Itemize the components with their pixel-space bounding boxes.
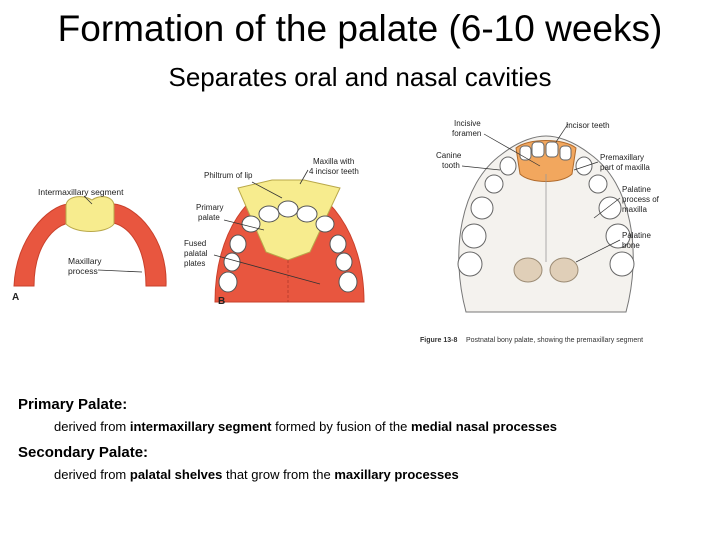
slide-title: Formation of the palate (6-10 weeks) <box>0 8 720 50</box>
maxilla-label-1: Maxilla with <box>313 157 354 166</box>
primary-desc-term-intermaxillary: intermaxillary segment <box>130 419 272 434</box>
philtrum-label: Philtrum of lip <box>204 171 253 180</box>
maxilla-label-2: 4 incisor teeth <box>309 167 359 176</box>
figure-a-drawing: Intermaxillary segment Maxillary process… <box>8 178 204 314</box>
slide-subtitle: Separates oral and nasal cavities <box>0 62 720 93</box>
figure-c: Incisive foramen Incisor teeth Canine to… <box>416 112 712 348</box>
maxillary-process-label-1: Maxillary <box>68 256 102 266</box>
figure-c-drawing: Incisive foramen Incisor teeth Canine to… <box>416 112 712 348</box>
canine-tooth-label-1: Canine <box>436 151 462 160</box>
canine-tooth-label-2: tooth <box>442 161 460 170</box>
intermaxillary-segment-label: Intermaxillary segment <box>38 187 124 197</box>
fused-plates-label-3: plates <box>184 259 205 268</box>
panel-letter-b: B <box>218 296 225 307</box>
secondary-palate-heading: Secondary Palate: <box>18 444 708 461</box>
palate-notes: Primary Palate: derived from intermaxill… <box>18 396 708 492</box>
incisive-foramen-label-2: foramen <box>452 129 481 138</box>
primary-desc-prefix: derived from <box>54 419 130 434</box>
palatine-process-label-2: process of <box>622 195 660 204</box>
primary-palate-label-2: palate <box>198 213 220 222</box>
primary-desc-term-medial-nasal: medial nasal processes <box>411 419 557 434</box>
figure-a: Intermaxillary segment Maxillary process… <box>8 178 204 314</box>
secondary-desc-term-palatal-shelves: palatal shelves <box>130 467 223 482</box>
primary-palate-heading: Primary Palate: <box>18 396 708 413</box>
figure-b-drawing: Philtrum of lip Maxilla with 4 incisor t… <box>180 152 395 314</box>
panel-letter-a: A <box>12 292 19 303</box>
secondary-desc-mid: that grow from the <box>222 467 334 482</box>
fused-plates-label-1: Fused <box>184 239 206 248</box>
figure-caption-number: Figure 13-8 <box>420 337 457 344</box>
incisive-foramen-label-1: Incisive <box>454 119 481 128</box>
incisor-teeth-label: Incisor teeth <box>566 121 610 130</box>
figure-caption-text: Postnatal bony palate, showing the prema… <box>466 337 643 344</box>
premaxillary-label-1: Premaxillary <box>600 153 644 162</box>
primary-palate-description: derived from intermaxillary segment form… <box>54 419 708 434</box>
primary-palate-label-1: Primary <box>196 203 224 212</box>
secondary-desc-term-maxillary: maxillary processes <box>334 467 458 482</box>
primary-desc-mid: formed by fusion of the <box>272 419 411 434</box>
palatine-process-label-3: maxilla <box>622 205 647 214</box>
secondary-desc-prefix: derived from <box>54 467 130 482</box>
palatine-bone-label-2: bone <box>622 241 640 250</box>
figure-b: Philtrum of lip Maxilla with 4 incisor t… <box>180 152 395 314</box>
secondary-palate-description: derived from palatal shelves that grow f… <box>54 467 708 482</box>
palatine-process-label-1: Palatine <box>622 185 651 194</box>
premaxillary-label-2: part of maxilla <box>600 163 650 172</box>
maxillary-process-label-2: process <box>68 266 98 276</box>
palatine-bone-label-1: Palatine <box>622 231 651 240</box>
fused-plates-label-2: palatal <box>184 249 208 258</box>
